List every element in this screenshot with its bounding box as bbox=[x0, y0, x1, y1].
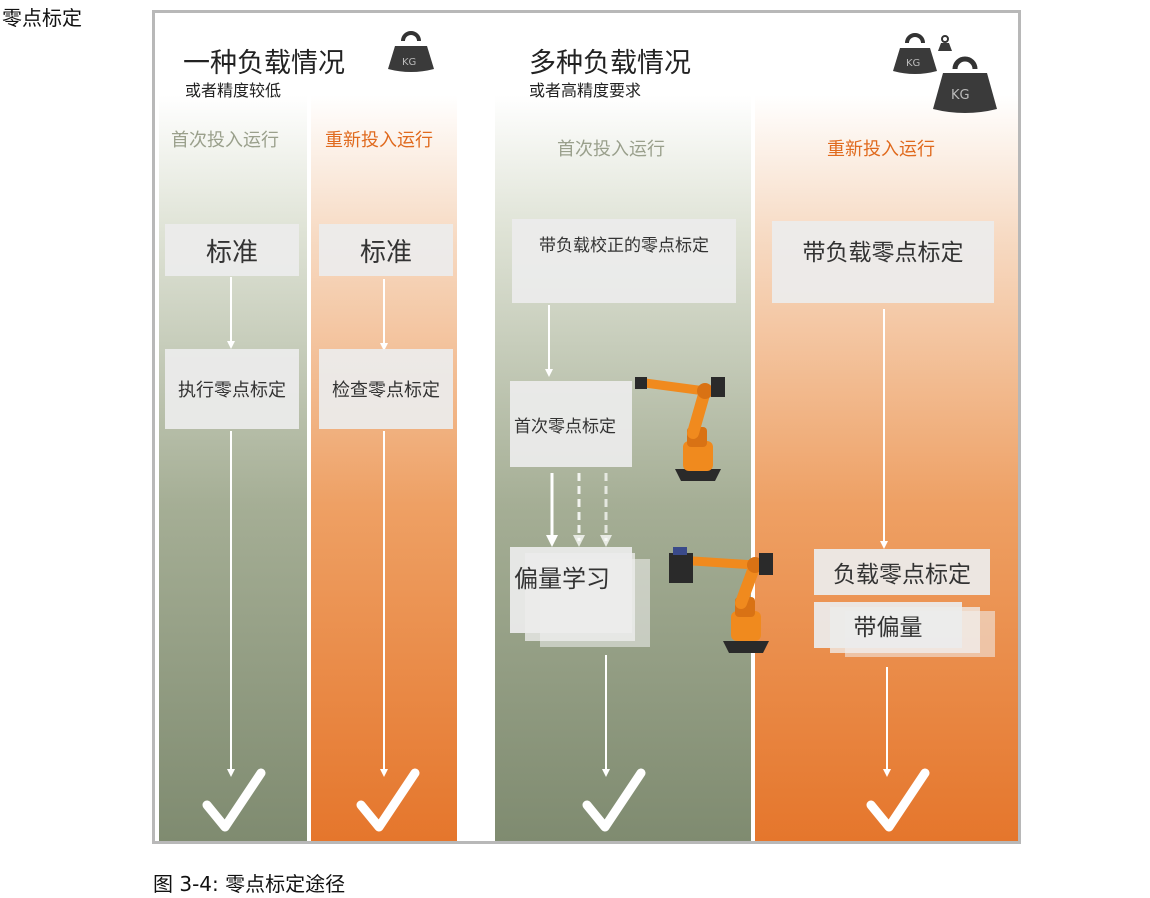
flow-box-perform-calibration: 执行零点标定 bbox=[165, 349, 299, 429]
flow-box-first-calibration: 首次零点标定 bbox=[510, 381, 632, 467]
column-first-commissioning-single bbox=[159, 95, 307, 841]
svg-text:KG: KG bbox=[951, 88, 970, 103]
flow-box-offset-learning: 偏量学习 bbox=[510, 547, 632, 633]
kg-weight-icon: KG bbox=[388, 31, 434, 72]
phase-label-re-single: 重新投入运行 bbox=[325, 130, 433, 151]
flow-box-load-zero-calibration: 负载零点标定 bbox=[814, 549, 990, 595]
right-section-subtitle: 或者高精度要求 bbox=[529, 81, 642, 100]
robot-arm-icon bbox=[669, 547, 773, 653]
calibration-diagram: 一种负载情况 或者精度较低 多种负载情况 或者高精度要求 首次投入运行 重新投入… bbox=[152, 10, 1021, 844]
phase-label-first-single: 首次投入运行 bbox=[171, 130, 279, 151]
kg-weight-icon: KG bbox=[933, 56, 997, 113]
phase-label-re-multi: 重新投入运行 bbox=[827, 139, 935, 160]
diagram-graphics: KG KG KG bbox=[202, 31, 997, 832]
arrow-down-icon bbox=[545, 305, 612, 777]
flow-box-check-calibration: 检查零点标定 bbox=[319, 349, 453, 429]
left-section-subtitle: 或者精度较低 bbox=[185, 81, 282, 100]
checkmark-icon bbox=[202, 768, 930, 832]
svg-text:KG: KG bbox=[402, 57, 416, 68]
robot-arm-icon bbox=[635, 377, 725, 481]
arrow-down-icon bbox=[880, 309, 891, 777]
right-section-title: 多种负载情况 bbox=[529, 48, 691, 79]
flow-box-standard-re: 标准 bbox=[319, 224, 453, 276]
kg-weight-icon: KG bbox=[893, 33, 937, 74]
flow-box-standard: 标准 bbox=[165, 224, 299, 276]
page-heading: 零点标定 bbox=[2, 6, 82, 30]
phase-label-first-multi: 首次投入运行 bbox=[557, 139, 665, 160]
flow-box-with-offset: 带偏量 bbox=[814, 602, 962, 648]
kg-weight-icon bbox=[938, 35, 952, 51]
flow-box-load-corrected-calibration: 带负载校正的零点标定 bbox=[512, 219, 736, 303]
figure-caption: 图 3-4: 零点标定途径 bbox=[153, 872, 346, 896]
svg-text:KG: KG bbox=[906, 58, 920, 69]
left-section-title: 一种负载情况 bbox=[183, 48, 345, 79]
flow-box-load-calibration: 带负载零点标定 bbox=[772, 221, 994, 303]
